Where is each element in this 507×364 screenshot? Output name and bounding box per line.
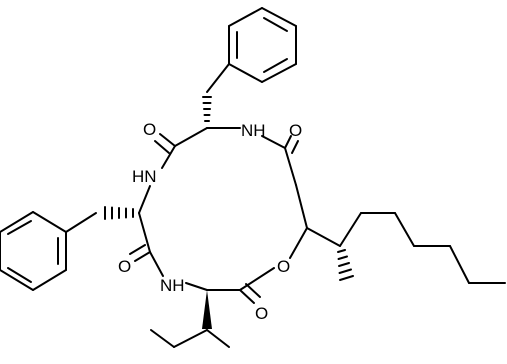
sec-butyl-chain: [150, 329, 230, 348]
atom-label-o-ring: O: [277, 257, 290, 276]
atom-label-nh-bottom: NH: [160, 276, 185, 295]
phenyl-ring-left: [0, 211, 67, 291]
carbonyl-left: [129, 244, 151, 262]
atom-label-o-carbonyl-bottom: O: [255, 304, 268, 323]
bond-benzyl-ch2-left: [65, 212, 97, 233]
stereo-hash-top: [202, 96, 212, 122]
carbonyl-right: [284, 135, 299, 154]
stereo-hash-left: [104, 206, 134, 220]
atom-label-hn-left: HN: [132, 167, 157, 186]
carbonyl-top: [154, 133, 176, 154]
atom-label-o-carbonyl-right: O: [289, 121, 302, 140]
bond-benzyl-ch2-top: [206, 63, 230, 93]
macrocycle-ring: [138, 127, 308, 291]
atom-label-o-carbonyl-left: O: [118, 257, 131, 276]
phenyl-ring-top: [228, 7, 297, 83]
stereo-wedge-bottom: [202, 290, 212, 329]
alkyl-side-chain: [306, 212, 506, 284]
bonds: [0, 7, 506, 348]
stereo-hash-right: [337, 249, 354, 281]
atom-labels: O NH O HN O O NH O: [118, 120, 302, 323]
atom-label-o-carbonyl-top: O: [143, 120, 156, 139]
carbonyl-bottom: [239, 283, 261, 304]
atom-label-nh-top: NH: [241, 121, 266, 140]
